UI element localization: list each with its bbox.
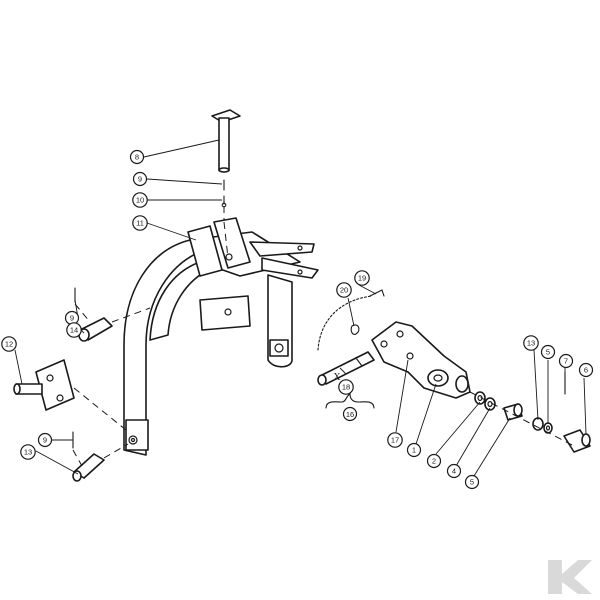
callout-label: 2 xyxy=(432,457,436,466)
clip-20 xyxy=(350,324,360,335)
callout-c20: 20 xyxy=(336,282,352,298)
callout-16: 16 xyxy=(342,406,358,422)
callout-c9b: 9 xyxy=(64,310,80,326)
callout-label: 14 xyxy=(70,326,78,335)
callout-c5b: 5 xyxy=(464,474,480,490)
callout-circle xyxy=(66,322,82,338)
callout-c18: 18 xyxy=(338,379,354,395)
pin-14 xyxy=(78,317,113,342)
callout-c4: 4 xyxy=(446,463,462,479)
callout-label: 12 xyxy=(5,340,13,349)
callout-label: 5 xyxy=(470,478,474,487)
callout-c17: 17 xyxy=(387,432,403,448)
callout-label: 1 xyxy=(412,446,416,455)
callout-circle xyxy=(406,442,422,458)
washer-2 xyxy=(474,391,486,405)
callout-c6: 6 xyxy=(578,362,594,378)
callout-c13r: 13 xyxy=(523,335,539,351)
callout-c5a: 5 xyxy=(540,344,556,360)
brace-16 xyxy=(325,393,375,409)
callout-circle xyxy=(426,453,442,469)
bush-5-lower xyxy=(503,403,523,421)
callout-c13l: 13 xyxy=(20,444,36,460)
callout-circle xyxy=(578,362,594,378)
callout-label: 5 xyxy=(546,348,550,357)
callout-c11: 11 xyxy=(132,215,148,231)
callout-c7: 7 xyxy=(558,353,574,369)
callout-c2: 2 xyxy=(426,453,442,469)
callout-label: 9 xyxy=(43,436,47,445)
callout-label: 6 xyxy=(584,366,588,375)
callout-circle xyxy=(558,353,574,369)
bracket-12 xyxy=(13,359,75,411)
pin-18 xyxy=(317,351,375,386)
callout-circle xyxy=(132,171,148,187)
callout-circle xyxy=(387,432,403,448)
callout-label: 9 xyxy=(70,314,74,323)
spring-pin-19 xyxy=(369,289,385,297)
callout-c12: 12 xyxy=(1,336,17,352)
leader-lines xyxy=(14,139,587,477)
callout-circle xyxy=(20,444,36,460)
callout-label: 20 xyxy=(340,286,348,295)
callout-c10: 10 xyxy=(132,192,148,208)
callout-c9c: 9 xyxy=(37,432,53,448)
pin-13-left xyxy=(72,453,105,482)
callout-16-label: 16 xyxy=(346,410,354,419)
callout-c14: 14 xyxy=(66,322,82,338)
callout-circle xyxy=(354,270,370,286)
callout-circle xyxy=(37,432,53,448)
callout-label: 13 xyxy=(527,339,535,348)
callout-circle xyxy=(464,474,480,490)
bush-4 xyxy=(484,397,496,411)
brand-logo xyxy=(548,560,592,594)
callout-circle xyxy=(446,463,462,479)
callout-label: 13 xyxy=(24,448,32,457)
callout-c9a: 9 xyxy=(132,171,148,187)
label-x: X xyxy=(333,372,341,383)
main-frame xyxy=(123,217,319,456)
callout-circle xyxy=(540,344,556,360)
pin-8 xyxy=(211,109,241,173)
callout-circle xyxy=(523,335,539,351)
callout-label: 10 xyxy=(136,196,144,205)
chain-20 xyxy=(317,295,373,351)
callout-circle xyxy=(132,192,148,208)
callout-circle xyxy=(132,215,148,231)
callout-c8: 8 xyxy=(129,149,145,165)
callout-label: 7 xyxy=(564,357,568,366)
callout-label: 4 xyxy=(452,467,456,476)
callout-c19: 19 xyxy=(354,270,370,286)
callout-label: 11 xyxy=(136,219,144,228)
callout-label: 19 xyxy=(358,274,366,283)
callout-label: 9 xyxy=(138,175,142,184)
callout-circle xyxy=(1,336,17,352)
bolt-6 xyxy=(563,429,591,453)
callout-circle xyxy=(129,149,145,165)
clip-10 xyxy=(221,195,227,208)
callout-label: 17 xyxy=(391,436,399,445)
callout-label: 8 xyxy=(135,153,139,162)
callout-label: 18 xyxy=(342,383,350,392)
callout-circle xyxy=(336,282,352,298)
callout-c1: 1 xyxy=(406,442,422,458)
arm-casting-17 xyxy=(371,321,471,399)
callout-circle xyxy=(338,379,354,395)
